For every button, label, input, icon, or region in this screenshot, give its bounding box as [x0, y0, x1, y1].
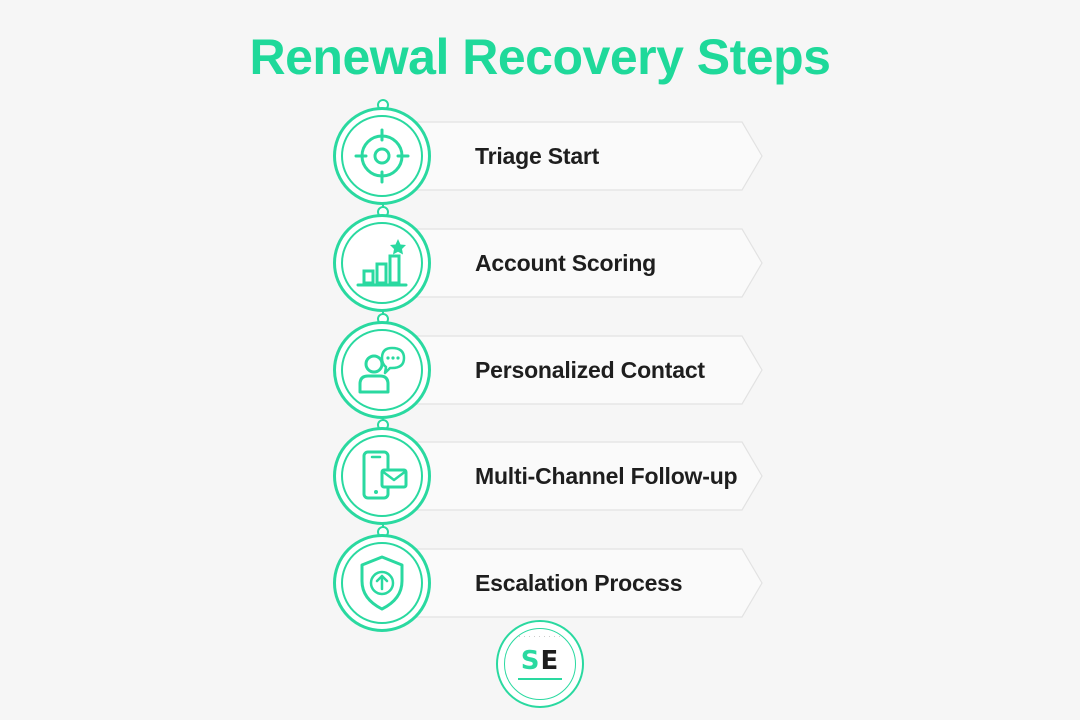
step-icon-circle — [333, 321, 431, 419]
step-icon-circle — [333, 107, 431, 205]
step-label: Account Scoring — [475, 250, 657, 276]
step-label: Escalation Process — [475, 570, 683, 596]
step-label: Multi-Channel Follow-up — [475, 463, 738, 489]
step-personalized-contact: Personalized Contact — [0, 313, 1080, 419]
bar-chart-star-icon — [356, 239, 408, 287]
step-card: Account Scoring — [400, 228, 770, 298]
step-multi-channel-follow-up: Multi-Channel Follow-up — [0, 419, 1080, 525]
person-chat-icon — [358, 346, 406, 394]
step-icon-circle — [333, 534, 431, 632]
step-icon-circle — [333, 427, 431, 525]
page-title: Renewal Recovery Steps — [249, 29, 831, 85]
brand-logo: · · · · · · · · · SE — [496, 620, 584, 708]
crosshair-target-icon — [354, 128, 410, 184]
logo-underline — [518, 678, 562, 680]
step-icon-circle — [333, 214, 431, 312]
step-label: Triage Start — [475, 143, 600, 169]
step-card: Triage Start — [400, 121, 770, 191]
logo-monogram: SE — [520, 646, 560, 676]
shield-arrow-up-icon — [360, 555, 404, 611]
step-card: Personalized Contact — [400, 335, 770, 405]
step-card: Escalation Process — [400, 548, 770, 618]
step-label: Personalized Contact — [475, 357, 705, 383]
step-card: Multi-Channel Follow-up — [400, 441, 770, 511]
step-escalation-process: Escalation Process — [0, 526, 1080, 632]
phone-mail-icon — [362, 450, 408, 500]
logo-emblem-dots: · · · · · · · · · — [518, 634, 562, 640]
step-account-scoring: Account Scoring — [0, 206, 1080, 312]
step-triage-start: Triage Start — [0, 99, 1080, 205]
logo-ring — [496, 620, 584, 708]
